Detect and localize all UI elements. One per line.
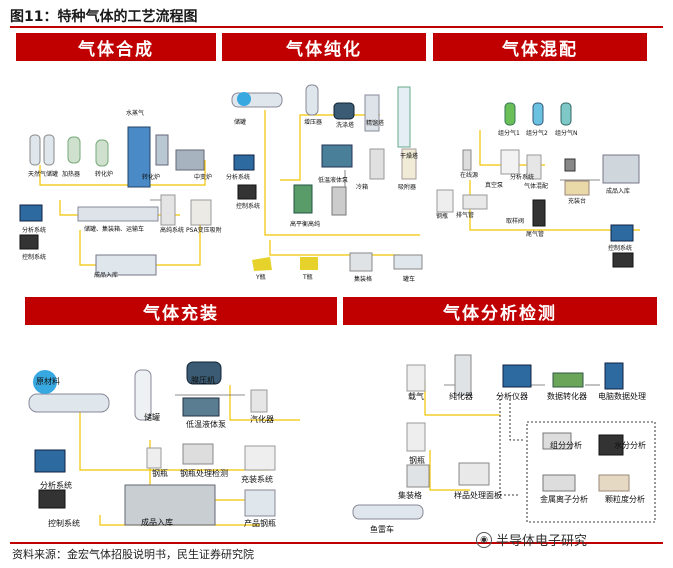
label-tower: 精馏塔 <box>366 120 385 127</box>
label-cylinder-p: 集装格 <box>354 276 373 283</box>
label-filling: 充装系统 <box>241 475 273 484</box>
label-control-f: 控制系统 <box>48 519 80 528</box>
label-metal: 金属离子分析 <box>540 495 588 504</box>
label-particle: 颗粒度分析 <box>605 495 645 504</box>
label-adsorber: 吸附器 <box>398 184 417 191</box>
label-analysis-f: 分析系统 <box>40 481 72 490</box>
label-purge: 排气管 <box>456 212 475 219</box>
label-carrier: 载气 <box>408 392 424 401</box>
label-control: 控制系统 <box>22 254 47 261</box>
label-mix-station: 气体混配 <box>524 183 549 190</box>
label-analysis: 分析系统 <box>22 227 47 234</box>
label-high-temp: 高平衡高纯 <box>290 221 321 228</box>
label-instrument: 分析仪器 <box>496 392 528 401</box>
label-valve: 尾气管 <box>526 231 545 238</box>
filling-equipment <box>28 361 276 526</box>
synthesis-banner: 气体合成 <box>16 33 216 61</box>
mixing-equipment <box>436 102 640 268</box>
label-tube-trailer: 罐车 <box>403 276 416 283</box>
label-analysis-m: 分析系统 <box>510 174 535 181</box>
label-heater: 加热器 <box>62 171 81 178</box>
label-flowmeter: 中变炉 <box>194 174 213 181</box>
label-reformer: 转化炉 <box>95 171 114 178</box>
label-gas2: 组分气2 <box>526 130 548 137</box>
label-compressor-f: 膜压机 <box>191 376 215 385</box>
title-rule <box>10 26 663 28</box>
label-compressor: 增压器 <box>304 119 323 126</box>
label-y-bottle: Y瓶 <box>256 274 266 281</box>
label-analysis-p: 分析系统 <box>226 174 251 181</box>
label-cleaner: 洗涤塔 <box>336 122 355 129</box>
label-inspect: 钢瓶处理检测 <box>180 469 228 478</box>
label-control-p: 控制系统 <box>236 203 261 210</box>
analysis-banner: 气体分析检测 <box>343 297 657 325</box>
label-tanker: 储罐 <box>234 119 247 126</box>
label-cold-box: 冷箱 <box>356 184 369 191</box>
label-vacuum: 真空泵 <box>485 182 504 189</box>
label-purifier-a: 纯化器 <box>449 392 473 401</box>
label-bottle-a: 钢瓶 <box>409 456 425 465</box>
label-cylinder-a: 集装格 <box>398 491 422 500</box>
label-warehouse-m: 成品入库 <box>606 188 631 195</box>
label-dryer: 干燥塔 <box>400 153 419 160</box>
label-water-vapor: 水蒸气 <box>126 110 145 117</box>
label-pump: 低温液体泵 <box>186 420 226 429</box>
label-control-m: 控制系统 <box>608 245 633 252</box>
label-computer: 电脑数据处理 <box>598 392 646 401</box>
source-note: 资料来源：金宏气体招股说明书，民生证券研究院 <box>12 548 254 561</box>
label-bottle-f: 钢瓶 <box>152 469 168 478</box>
footer-rule <box>10 542 663 544</box>
label-converter: 转化炉 <box>142 174 161 181</box>
label-panel: 样品处理面板 <box>454 491 502 500</box>
figure-title: 图11：特种气体的工艺流程图 <box>10 9 198 25</box>
label-vaporizer: 汽化器 <box>250 415 274 424</box>
watermark: ◉ 半导体电子研究 <box>476 530 587 549</box>
label-component: 组分分析 <box>550 441 582 450</box>
label-raw: 原材料 <box>36 377 60 386</box>
label-water: 水分分析 <box>614 441 646 450</box>
label-truck: 储罐、集装箱、运输车 <box>84 226 145 233</box>
filling-banner: 气体充装 <box>25 297 337 325</box>
label-low-temp-pump: 低温液体泵 <box>318 177 349 184</box>
label-purifier: 高纯系统 <box>160 227 185 234</box>
watermark-text: 半导体电子研究 <box>496 534 588 549</box>
wechat-icon: ◉ <box>476 531 492 548</box>
mixing-banner: 气体混配 <box>433 33 647 61</box>
synthesis-equipment <box>19 126 212 276</box>
label-filler: 充装台 <box>568 198 587 205</box>
label-bottles: 钢瓶 <box>436 213 449 220</box>
label-gas1: 组分气1 <box>498 130 520 137</box>
label-tank: 储罐 <box>144 413 160 422</box>
label-psa: PSA变压吸附 <box>186 227 222 234</box>
label-converter-a: 数据转化器 <box>547 392 587 401</box>
label-warehouse: 成品入库 <box>94 272 119 279</box>
label-product: 产品钢瓶 <box>244 519 276 528</box>
label-source: 在线源 <box>460 172 479 179</box>
analysis-equipment <box>352 354 630 520</box>
label-t-bottle: T瓶 <box>303 274 313 281</box>
purification-equipment <box>231 84 423 272</box>
label-sample: 取样阀 <box>506 218 525 225</box>
label-truck-a: 鱼雷车 <box>370 525 394 534</box>
purification-banner: 气体纯化 <box>222 33 426 61</box>
label-raw-gas-tank: 天然气储罐 <box>28 171 59 178</box>
label-warehouse-f: 成品入库 <box>141 518 173 527</box>
label-gasN: 组分气N <box>555 130 578 137</box>
